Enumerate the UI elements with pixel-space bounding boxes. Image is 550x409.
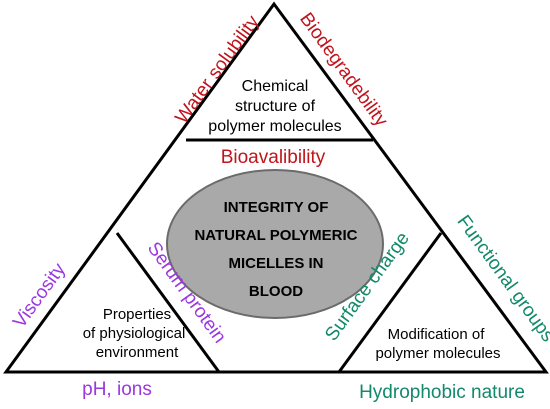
- right-section-text: Modification of polymer molecules: [375, 326, 500, 362]
- center-line-3: MICELLES IN: [228, 255, 323, 272]
- right-divider-line: [337, 232, 443, 373]
- left-divider-line: [115, 232, 221, 373]
- top-line-2: structure of: [235, 98, 316, 115]
- center-line-1: INTEGRITY OF: [224, 199, 329, 216]
- left-section-text: Properties of physiological environment: [83, 306, 186, 361]
- top-line-3: polymer molecules: [208, 118, 341, 135]
- left-line-3: environment: [96, 344, 179, 361]
- top-line-1: Chemical: [242, 78, 309, 95]
- outer-triangle: [3, 1, 549, 374]
- hydrophobic-nature-label: Hydrophobic nature: [359, 382, 525, 403]
- center-title: INTEGRITY OF NATURAL POLYMERIC MICELLES …: [194, 199, 357, 300]
- bioavalibility-label: Bioavalibility: [221, 147, 326, 168]
- center-ellipse: [166, 169, 384, 319]
- left-line-2: of physiological: [83, 325, 186, 342]
- right-line-2: polymer molecules: [375, 345, 500, 362]
- ph-ions-label: pH, ions: [82, 379, 152, 400]
- center-line-4: BLOOD: [249, 283, 303, 300]
- top-section-text: Chemical structure of polymer molecules: [208, 78, 341, 135]
- right-line-1: Modification of: [388, 326, 486, 343]
- left-line-1: Properties: [103, 306, 171, 323]
- center-line-2: NATURAL POLYMERIC: [194, 227, 357, 244]
